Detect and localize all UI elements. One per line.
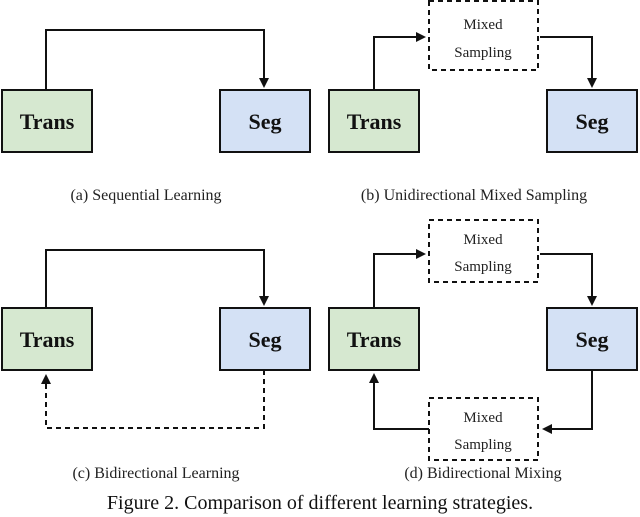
dashed-arrow-seg-to-trans	[41, 370, 265, 429]
trans-box	[328, 89, 420, 153]
bottom-mixed-label-line2: Sampling	[454, 437, 512, 453]
seg-label: Seg	[249, 109, 282, 134]
mixed-sampling-label-line1: Mixed	[463, 17, 503, 33]
arrow-trans-to-seg	[45, 249, 269, 308]
seg-box	[219, 89, 311, 153]
seg-box	[219, 307, 311, 371]
panel-a: Trans Seg (a) Sequential Learning	[1, 29, 311, 204]
figure-caption: Figure 2. Comparison of different learni…	[107, 492, 533, 514]
trans-label: Trans	[20, 327, 75, 352]
panel-a-caption: (a) Sequential Learning	[70, 187, 221, 204]
seg-label: Seg	[576, 109, 609, 134]
trans-label: Trans	[20, 109, 75, 134]
arrow-trans-to-mixed	[373, 32, 426, 90]
mixed-sampling-box	[428, 0, 539, 71]
arrow-mixed-to-seg	[540, 36, 597, 88]
arrow-bottom-mixed-to-trans	[369, 373, 429, 430]
seg-box	[546, 307, 638, 371]
seg-box	[546, 89, 638, 153]
bottom-mixed-label-line1: Mixed	[463, 410, 503, 426]
top-mixed-label-line2: Sampling	[454, 259, 512, 275]
trans-label: Trans	[347, 327, 402, 352]
arrow-seg-to-bottom-mixed	[542, 370, 593, 434]
panel-d-caption: (d) Bidirectional Mixing	[404, 465, 561, 482]
panel-b: Mixed Sampling Trans Seg (b) Unidirectio…	[328, 0, 638, 204]
trans-label: Trans	[347, 109, 402, 134]
arrow-trans-to-top-mixed	[373, 249, 426, 308]
top-mixed-sampling-box	[428, 219, 539, 283]
top-mixed-label-line1: Mixed	[463, 232, 503, 248]
arrow-top-mixed-to-seg	[540, 253, 597, 306]
panel-d: Mixed Sampling Mixed Sampling Trans Seg …	[328, 219, 638, 482]
trans-box	[1, 307, 93, 371]
seg-label: Seg	[576, 327, 609, 352]
seg-label: Seg	[249, 327, 282, 352]
trans-box	[328, 307, 420, 371]
panel-c: Trans Seg (c) Bidirectional Learning	[1, 249, 311, 482]
bottom-mixed-sampling-box	[428, 397, 539, 461]
trans-box	[1, 89, 93, 153]
mixed-sampling-label-line2: Sampling	[454, 45, 512, 61]
panel-b-caption: (b) Unidirectional Mixed Sampling	[361, 187, 587, 204]
arrow-trans-to-seg	[45, 29, 269, 90]
panel-c-caption: (c) Bidirectional Learning	[72, 465, 239, 482]
